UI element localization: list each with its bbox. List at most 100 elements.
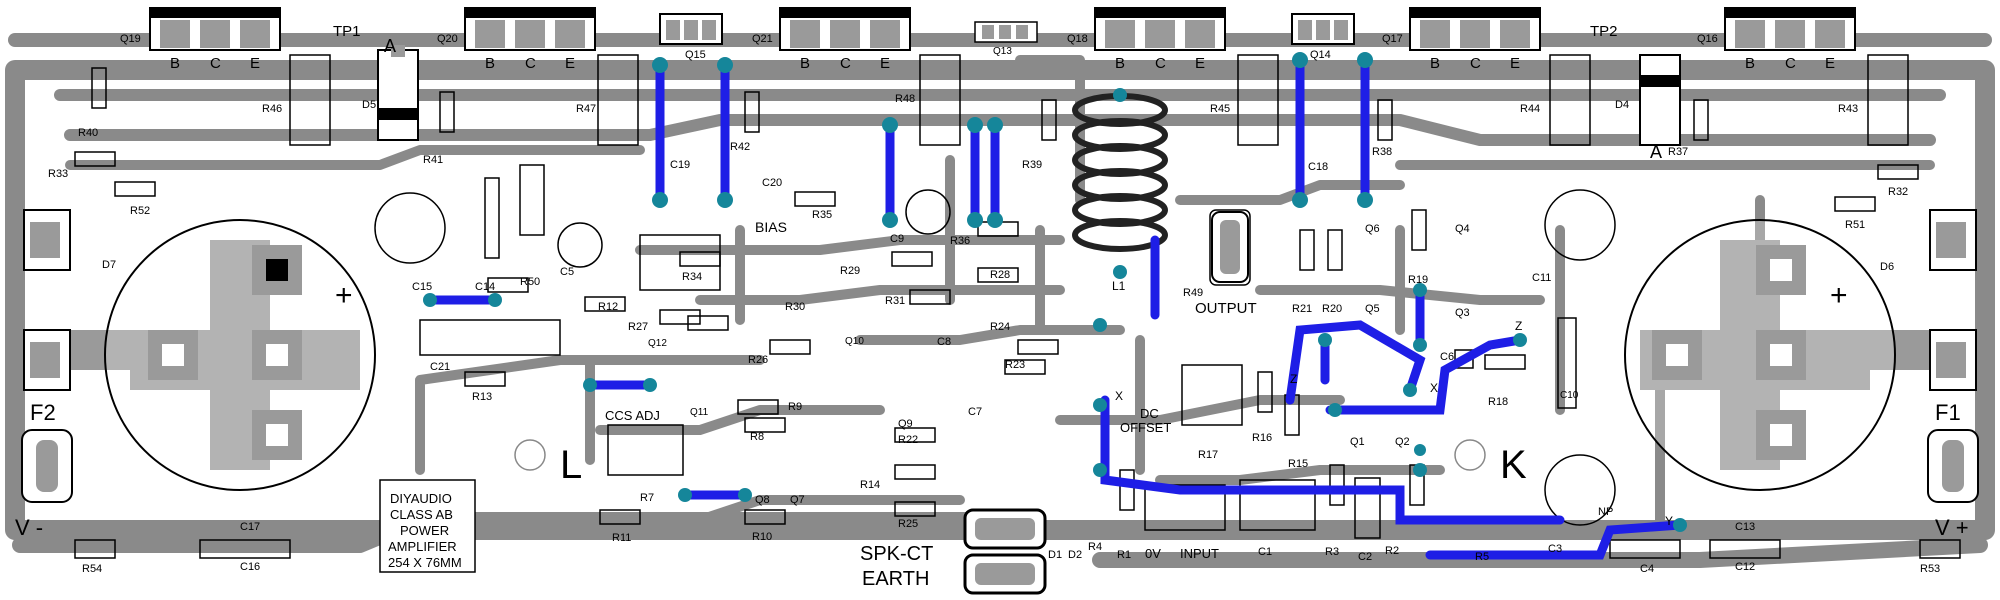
c4-label: C4 xyxy=(1640,563,1654,575)
r29-label: R29 xyxy=(840,265,860,277)
big-cap-plus-right: + xyxy=(1830,279,1848,312)
r46-label: R46 xyxy=(262,103,282,115)
main-capacitor-right: + xyxy=(1624,219,1896,491)
c9-label: C9 xyxy=(890,233,904,245)
misc-components xyxy=(74,164,1961,564)
r35-label: R35 xyxy=(812,209,832,221)
emitter-resistors: R46 R47 R48 R45 R44 R43 xyxy=(262,54,1909,146)
r23-label: R23 xyxy=(1005,359,1025,371)
title-line-5: 254 X 76MM xyxy=(388,555,462,570)
r5-label: R5 xyxy=(1475,551,1489,563)
d4-anode: A xyxy=(1650,142,1662,162)
q4-label: Q4 xyxy=(1455,223,1470,235)
jumper-wires xyxy=(425,55,1685,560)
ov-label: 0V xyxy=(1145,546,1161,561)
c16-label: C16 xyxy=(240,561,260,573)
title-block: DIYAUDIO CLASS AB POWER AMPLIFIER 254 X … xyxy=(379,479,476,573)
earth-label: EARTH xyxy=(862,568,929,590)
q19-pin-c: C xyxy=(210,55,221,72)
c3-label: C3 xyxy=(1548,543,1562,555)
q19-pin-e: E xyxy=(250,55,260,72)
q20-ref: Q20 xyxy=(437,33,458,45)
r48-label: R48 xyxy=(895,93,915,105)
r20-label: R20 xyxy=(1322,303,1342,315)
r7-label: R7 xyxy=(640,492,654,504)
r3-label: R3 xyxy=(1325,546,1339,558)
via-markers xyxy=(423,52,1687,532)
r17-label: R17 xyxy=(1198,449,1218,461)
speaker-connectors: SPK-CT EARTH xyxy=(860,508,1047,595)
r34-label: R34 xyxy=(682,271,702,283)
r49-label: R49 xyxy=(1183,287,1203,299)
q19-ref: Q19 xyxy=(120,33,141,45)
silk-labels: R40 R33 R52 D7 D6 R41 R42 R39 R38 R37 R3… xyxy=(48,127,1940,575)
d5-label: D5 xyxy=(362,99,376,111)
f1-label: F1 xyxy=(1935,400,1961,425)
r16-label: R16 xyxy=(1252,432,1272,444)
r25-label: R25 xyxy=(898,518,918,530)
r19-label: R19 xyxy=(1408,274,1428,286)
spk-ct-label: SPK-CT xyxy=(860,543,933,565)
silk-letter-k: K xyxy=(1500,443,1527,487)
r52-label: R52 xyxy=(130,205,150,217)
q21-pin-c: C xyxy=(840,55,851,72)
r45-label: R45 xyxy=(1210,103,1230,115)
r13-label: R13 xyxy=(472,391,492,403)
ccs-adj-label: CCS ADJ xyxy=(605,408,660,423)
q19-pin-b: B xyxy=(170,55,180,72)
c6-label: C6 xyxy=(1440,351,1454,363)
q3-label: Q3 xyxy=(1455,307,1470,319)
dc-offset-label-2: OFFSET xyxy=(1120,420,1171,435)
q16-pin-e: E xyxy=(1825,55,1835,72)
r18-label: R18 xyxy=(1488,396,1508,408)
title-line-1: DIYAUDIO xyxy=(390,491,452,506)
diode-d5: D5 A xyxy=(362,36,419,141)
q5-label: Q5 xyxy=(1365,303,1380,315)
c5-label: C5 xyxy=(560,266,574,278)
input-label: INPUT xyxy=(1180,546,1219,561)
r30-label: R30 xyxy=(785,301,805,313)
r51-label: R51 xyxy=(1845,219,1865,231)
fuse-f1: F1 xyxy=(1927,209,1979,503)
title-line-4: AMPLIFIER xyxy=(388,539,457,554)
r32-label: R32 xyxy=(1888,186,1908,198)
q21-pin-e: E xyxy=(880,55,890,72)
channel-markers: L K xyxy=(514,439,1527,487)
l1-label: L1 xyxy=(1112,279,1126,293)
r8-label: R8 xyxy=(750,431,764,443)
y-label-1: Y xyxy=(1665,514,1673,528)
r37-label: R37 xyxy=(1668,146,1688,158)
q8-label: Q8 xyxy=(755,494,770,506)
r39-label: R39 xyxy=(1022,159,1042,171)
r40-label: R40 xyxy=(78,127,98,139)
q16-ref: Q16 xyxy=(1697,33,1718,45)
title-line-2: CLASS AB xyxy=(390,507,453,522)
q1-label: Q1 xyxy=(1350,436,1365,448)
r22-label: R22 xyxy=(898,434,918,446)
r24-label: R24 xyxy=(990,321,1010,333)
transistor-q14: Q14 xyxy=(1291,13,1355,61)
q18-ref: Q18 xyxy=(1067,33,1088,45)
q18-pin-b: B xyxy=(1115,55,1125,72)
r1-label: R1 xyxy=(1117,549,1131,561)
r36-label: R36 xyxy=(950,235,970,247)
q11-label: Q11 xyxy=(690,407,709,418)
q17-pin-c: C xyxy=(1470,55,1481,72)
diode-d4: D4 A xyxy=(1615,54,1681,162)
r43-label: R43 xyxy=(1838,103,1858,115)
q18-pin-c: C xyxy=(1155,55,1166,72)
r26-label: R26 xyxy=(748,354,768,366)
c1-label: C1 xyxy=(1258,546,1272,558)
c15-label: C15 xyxy=(412,281,432,293)
q21-pin-b: B xyxy=(800,55,810,72)
transistor-q20: Q20 B C E xyxy=(437,7,596,72)
tp1-label: TP1 xyxy=(333,23,361,40)
dc-offset-label-1: DC xyxy=(1140,406,1159,421)
c12-label: C12 xyxy=(1735,561,1755,573)
c18-label: C18 xyxy=(1308,161,1328,173)
x-label-2: X xyxy=(1430,381,1438,395)
q6-label: Q6 xyxy=(1365,223,1380,235)
transistor-q13: Q13 xyxy=(974,21,1038,57)
transistor-q21: Q21 B C E xyxy=(752,7,911,72)
c7-label: C7 xyxy=(968,406,982,418)
